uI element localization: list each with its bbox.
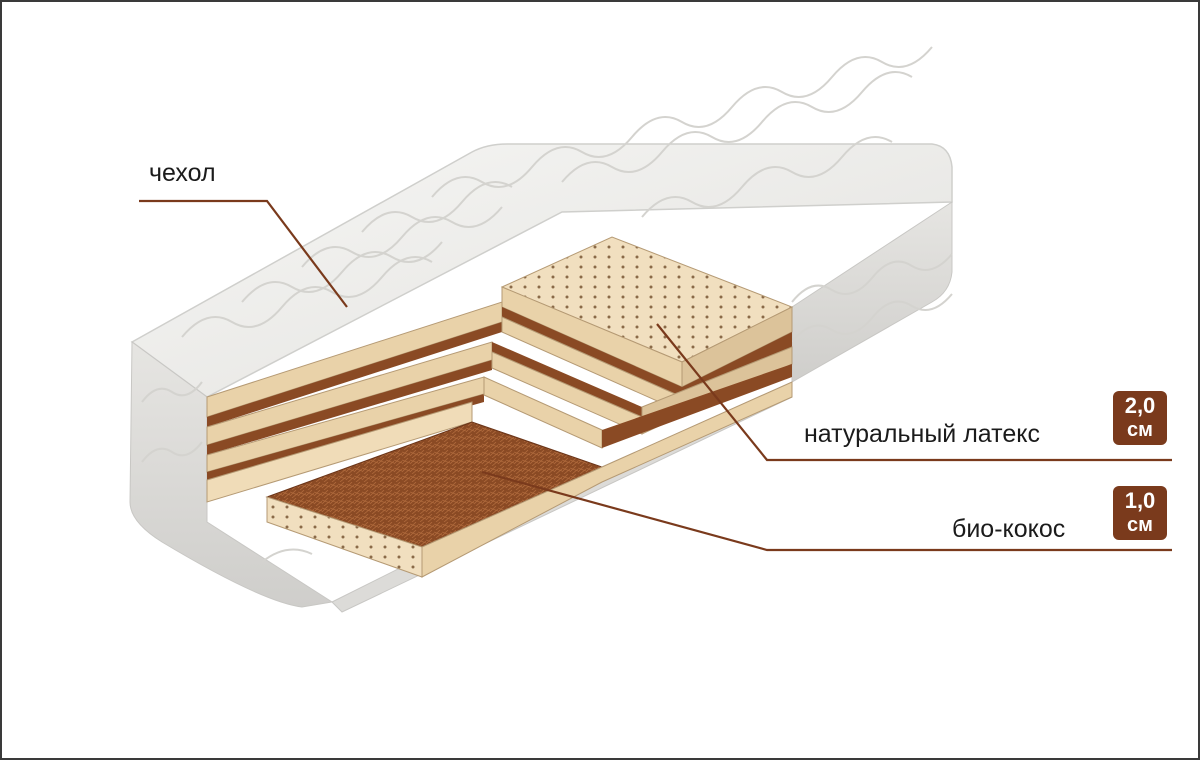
cover-front-side xyxy=(129,341,334,608)
latex-label: натуральный латекс xyxy=(804,420,1040,448)
coconut-thickness-value: 1,0 xyxy=(1124,488,1156,513)
coconut-thickness-badge: 1,0 см xyxy=(1113,486,1167,540)
coconut-label: био-кокос xyxy=(952,515,1066,543)
latex-thickness-value: 2,0 xyxy=(1124,393,1156,418)
latex-thickness-unit: см xyxy=(1127,419,1153,441)
latex-thickness-badge: 2,0 см xyxy=(1113,391,1167,445)
leader-line-latex xyxy=(656,323,1172,462)
cover-label: чехол xyxy=(149,159,216,187)
quilt-pattern xyxy=(141,46,953,563)
cover-top xyxy=(130,143,953,398)
coconut-thickness-unit: см xyxy=(1127,514,1153,536)
leader-lines xyxy=(139,199,1172,552)
leader-line-coconut xyxy=(481,470,1172,552)
layered-cutaway xyxy=(206,236,794,578)
leader-line-cover xyxy=(139,199,348,308)
cover-right-side xyxy=(791,201,953,383)
